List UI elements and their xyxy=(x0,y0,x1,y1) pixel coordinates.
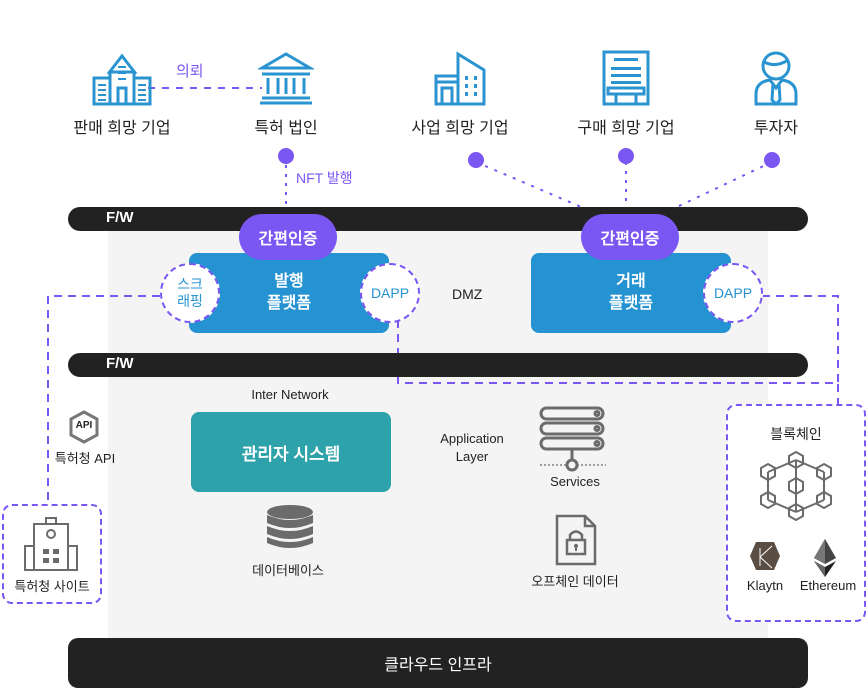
investor-line xyxy=(659,161,773,216)
entity-patent-firm: 특허 법인 xyxy=(216,50,356,138)
firewall-bottom-label: F/W xyxy=(106,355,134,372)
locked-file-icon xyxy=(555,514,597,566)
businessman-icon xyxy=(754,51,798,106)
issue-dapp-circle[interactable]: DAPP xyxy=(360,263,420,323)
entity-seller: 판매 희망 기업 xyxy=(52,50,192,138)
entity-buyer: 구매 희망 기업 xyxy=(556,50,696,138)
scraping-line2: 래핑 xyxy=(177,293,203,309)
database-icon xyxy=(267,505,313,548)
entity-seller-label: 판매 희망 기업 xyxy=(73,120,171,137)
trade-dapp-to-blockchain-line xyxy=(762,295,839,383)
trade-easy-auth-pill[interactable]: 간편인증 xyxy=(581,214,679,260)
issue-platform-title-line2: 플랫폼 xyxy=(266,295,312,312)
cloud-infra-bar: 클라우드 인프라 xyxy=(68,638,808,688)
application-layer-label: Application Layer xyxy=(430,430,514,466)
patent-office-site-box[interactable]: 특허청 사이트 xyxy=(2,504,102,604)
inter-network-label: Inter Network xyxy=(251,387,329,402)
blockchain-title: 블록체인 xyxy=(770,426,822,442)
dmz-label: DMZ xyxy=(452,286,483,302)
business-connector-dot xyxy=(468,152,484,168)
klaytn-label: Klaytn xyxy=(746,578,784,593)
application-layer-line1: Application xyxy=(440,431,504,446)
application-layer-line2: Layer xyxy=(455,449,489,464)
investor-connector-dot xyxy=(764,152,780,168)
issue-platform[interactable]: 발행 플랫폼 xyxy=(189,253,389,333)
entity-investor-label: 투자자 xyxy=(753,120,799,137)
bank-building-icon xyxy=(258,52,314,105)
blockchain-network-icon xyxy=(760,450,832,522)
entity-business-label: 사업 희망 기업 xyxy=(411,120,509,137)
klaytn-icon xyxy=(750,542,780,570)
database-label: 데이터베이스 xyxy=(252,563,324,578)
firewall-top-bar: F/W xyxy=(68,207,808,231)
blockchain-box[interactable]: 블록체인 Klaytn Ethereum xyxy=(726,404,866,622)
services-server-icon xyxy=(539,406,606,472)
api-hexagon-icon xyxy=(69,410,99,444)
tower-building-icon xyxy=(602,50,650,106)
patent-api-label: 특허청 API xyxy=(54,451,116,466)
entity-patent-firm-label: 특허 법인 xyxy=(254,120,318,137)
issue-dapp-to-blockchain-line xyxy=(397,320,839,404)
entity-buyer-label: 구매 희망 기업 xyxy=(577,120,675,137)
services-label: Services xyxy=(550,474,600,489)
nft-issue-label: NFT 발행 xyxy=(296,170,353,186)
firewall-top-label: F/W xyxy=(106,209,134,226)
ethereum-label: Ethereum xyxy=(799,578,857,593)
modern-building-icon xyxy=(434,51,486,106)
request-label: 의뢰 xyxy=(176,63,204,80)
scraping-circle[interactable]: 스크 래핑 xyxy=(160,263,220,323)
trade-platform[interactable]: 거래 플랫폼 xyxy=(531,253,731,333)
issue-easy-auth-pill[interactable]: 간편인증 xyxy=(239,214,337,260)
issue-platform-title-line1: 발행 xyxy=(274,273,304,290)
office-buildings-icon xyxy=(92,53,152,106)
firewall-bottom-bar: F/W xyxy=(68,353,808,377)
buyer-connector-dot xyxy=(618,148,634,164)
scraping-line1: 스크 xyxy=(177,276,203,292)
trade-dapp-circle[interactable]: DAPP xyxy=(703,263,763,323)
admin-system-box[interactable]: 관리자 시스템 xyxy=(191,412,391,492)
patent-firm-connector-dot xyxy=(278,148,294,164)
trade-platform-title-line2: 플랫폼 xyxy=(608,295,654,312)
government-building-icon xyxy=(24,517,78,571)
trade-platform-title-line1: 거래 xyxy=(616,273,646,290)
patent-site-label: 특허청 사이트 xyxy=(14,579,90,594)
entity-business: 사업 희망 기업 xyxy=(390,50,530,138)
business-line xyxy=(475,161,601,216)
entity-investor: 투자자 xyxy=(726,50,826,138)
scraping-to-patent-line xyxy=(47,295,160,504)
ethereum-icon xyxy=(814,539,836,577)
offchain-data-label: 오프체인 데이터 xyxy=(531,574,619,589)
api-badge-text: API xyxy=(75,420,93,431)
